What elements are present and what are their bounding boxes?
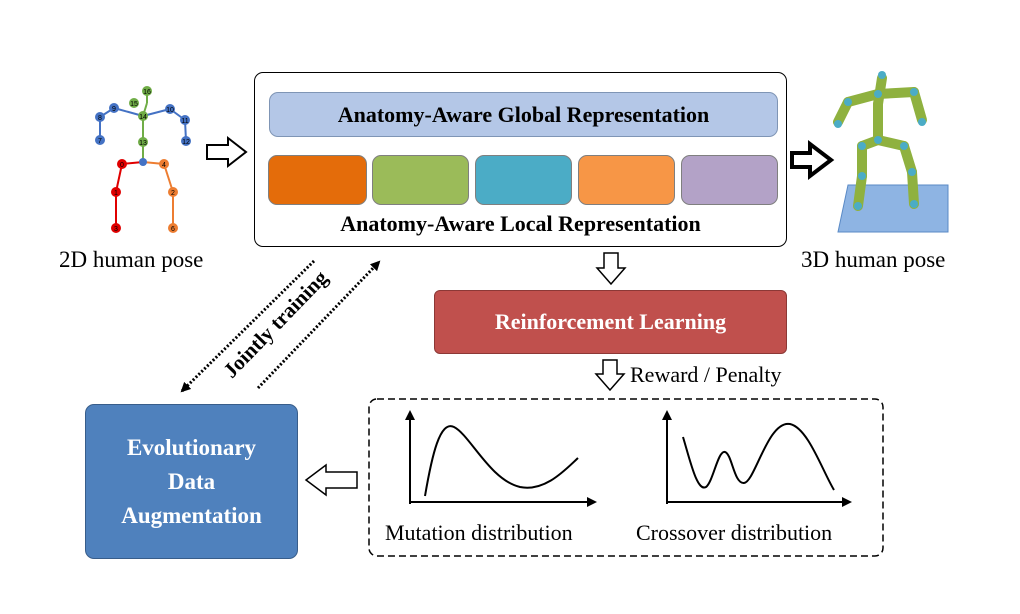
jointly-training-arrow [180, 259, 316, 393]
output-label: 3D human pose [801, 247, 946, 272]
reward-label: Reward / Penalty [630, 362, 782, 387]
mutation-chart [405, 410, 597, 507]
hollow-arrow-left-icon [304, 463, 358, 497]
reinforcement-learning-label: Reinforcement Learning [494, 309, 727, 334]
mutation-label: Mutation distribution [385, 520, 573, 545]
joint-label: 4 [162, 162, 166, 169]
joint-label: 10 [166, 107, 174, 114]
joint-label: 15 [130, 101, 138, 108]
local-representation-label-wrap: Anatomy-Aware Local Representation [254, 210, 787, 238]
joint-label: 13 [139, 140, 147, 147]
global-representation-label: Anatomy-Aware Global Representation [337, 101, 710, 127]
eda-box: Evolutionary Data Augmentation [85, 404, 298, 559]
eda-label-line2: Data [167, 468, 216, 494]
skeleton-3d-icon [833, 71, 949, 233]
joint-label: 16 [143, 89, 151, 96]
joint-label: 9 [112, 106, 116, 113]
hollow-arrow-down-icon [594, 359, 626, 392]
crossover-curve [682, 422, 835, 491]
joint-label: 0 [120, 162, 124, 169]
joint-label: 3 [114, 226, 118, 233]
bold-arrow-right-icon [790, 139, 835, 181]
local-block-4 [578, 155, 675, 205]
eda-label-line1: Evolutionary [126, 434, 257, 460]
local-block-3 [475, 155, 572, 205]
skeleton-2d-icon: 16 15 14 13 9 8 7 10 11 12 0 1 3 4 2 6 [95, 86, 191, 233]
jointly-training-arrow [256, 260, 381, 390]
hollow-arrow-right-icon [206, 135, 248, 169]
joint-label: 1 [114, 190, 118, 197]
joint-label: 14 [139, 114, 147, 121]
joint-label: 8 [98, 115, 102, 122]
global-representation-box: Anatomy-Aware Global Representation [269, 92, 778, 137]
local-representation-label: Anatomy-Aware Local Representation [340, 211, 701, 236]
eda-label-line3: Augmentation [121, 502, 262, 528]
joint-label: 6 [171, 226, 175, 233]
hollow-arrow-down-icon [595, 252, 627, 286]
joint-label: 11 [181, 118, 188, 125]
crossover-chart [662, 410, 852, 507]
joint-label: 7 [98, 138, 102, 145]
local-block-5 [681, 155, 778, 205]
joint-label: 2 [171, 190, 175, 197]
reinforcement-learning-box: Reinforcement Learning [434, 290, 787, 354]
distributions-panel [368, 398, 884, 557]
input-label: 2D human pose [59, 247, 204, 272]
local-block-1 [268, 155, 367, 205]
mutation-curve [424, 425, 579, 497]
crossover-label: Crossover distribution [636, 520, 833, 545]
local-block-2 [372, 155, 469, 205]
joint-label: 12 [182, 139, 190, 146]
